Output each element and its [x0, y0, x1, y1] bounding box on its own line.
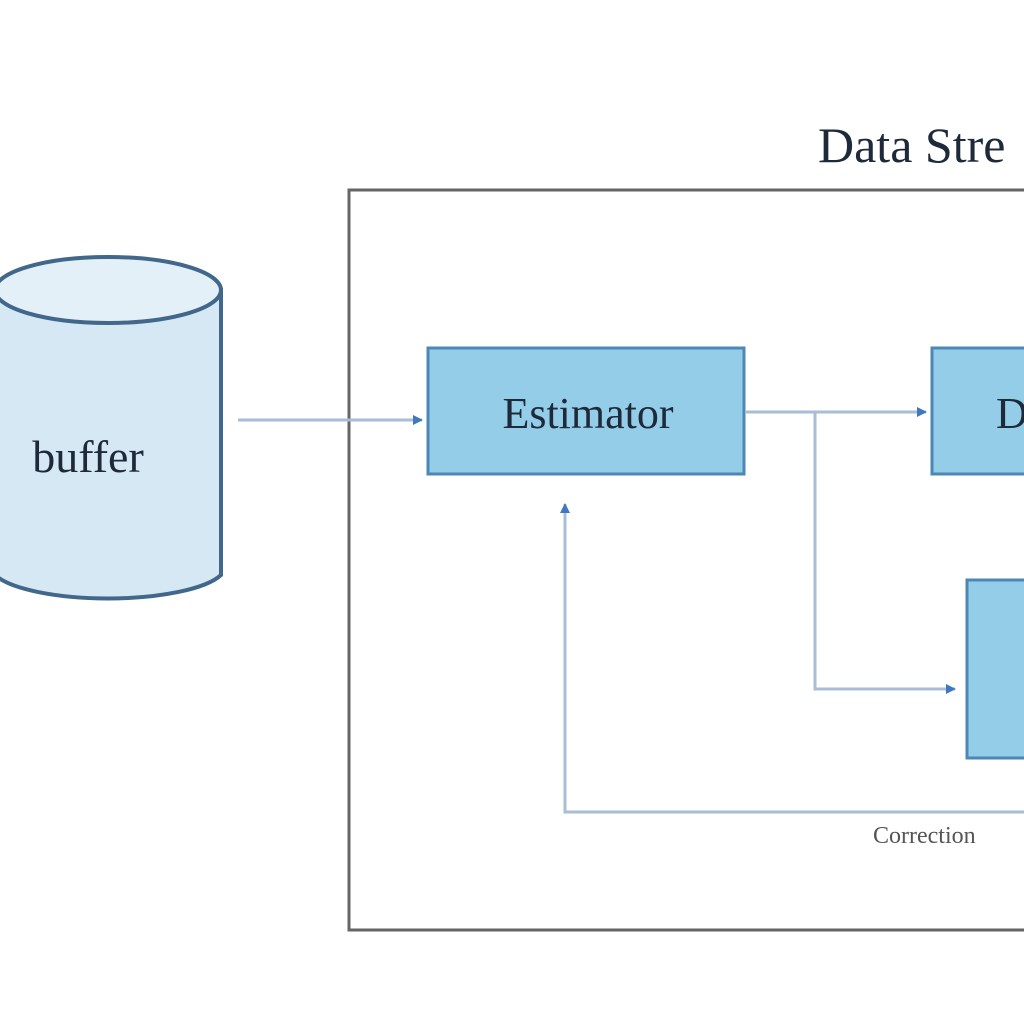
right-top-label: D — [996, 389, 1024, 438]
buffer-cylinder: buffer — [0, 255, 223, 601]
buffer-cylinder-top — [0, 255, 223, 325]
edge-correction-feedback — [560, 503, 1024, 814]
diagram-title: Data Stre — [818, 117, 1005, 173]
estimator-label: Estimator — [502, 389, 673, 438]
right-top-box — [930, 346, 1024, 476]
right-bottom-node — [965, 578, 1024, 760]
buffer-cylinder-body — [0, 288, 223, 601]
right-top-node: D — [930, 346, 1024, 476]
correction-label: Correction — [873, 823, 976, 849]
estimator-box — [426, 346, 746, 476]
data-stream-frame — [347, 188, 1024, 932]
right-bottom-box — [965, 578, 1024, 760]
buffer-label: buffer — [32, 431, 144, 482]
edge-estimator-to-right-bottom — [813, 412, 956, 694]
estimator-node: Estimator — [426, 346, 746, 476]
